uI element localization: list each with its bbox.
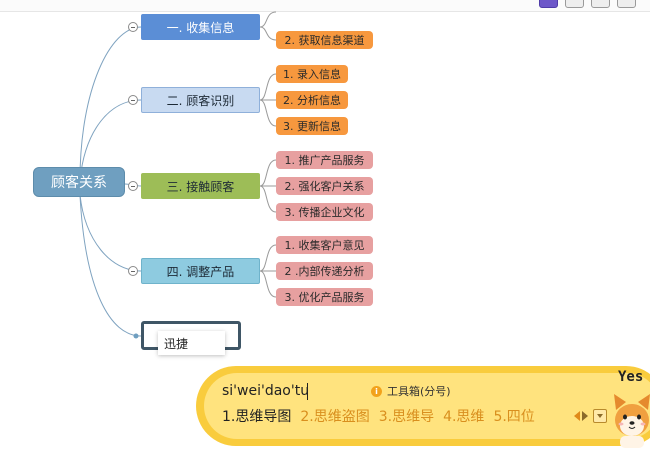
- ime-candidate[interactable]: 5.四位: [493, 409, 535, 425]
- ime-candidate[interactable]: 3.思维导: [378, 409, 435, 425]
- ime-toolbox-label: 工具箱(分号): [387, 385, 451, 398]
- ime-pager: [574, 409, 607, 423]
- leaf-node[interactable]: 1. 收集客户意见: [276, 236, 373, 254]
- previous-page-icon[interactable]: [574, 411, 580, 421]
- toolbar-button-3[interactable]: [591, 0, 610, 8]
- toolbar-edge: [0, 0, 650, 12]
- collapse-toggle-icon[interactable]: [128, 95, 138, 105]
- collapse-toggle-icon[interactable]: [128, 266, 138, 276]
- collapse-toggle-icon[interactable]: [128, 22, 138, 32]
- expand-candidates-icon[interactable]: [593, 409, 607, 423]
- toolbar-button-1[interactable]: [539, 0, 558, 8]
- ime-candidate[interactable]: 4.思维: [443, 409, 485, 425]
- leaf-node[interactable]: 2 .内部传递分析: [276, 262, 373, 280]
- leaf-node[interactable]: 1. 推广产品服务: [276, 151, 373, 169]
- ime-candidate[interactable]: 1.思维导图: [222, 409, 292, 425]
- leaf-node[interactable]: 3. 传播企业文化: [276, 203, 373, 221]
- ime-toolbox-button[interactable]: i 工具箱(分号): [371, 383, 451, 399]
- leaf-node[interactable]: 3. 更新信息: [276, 117, 348, 135]
- leaf-node[interactable]: 2. 分析信息: [276, 91, 348, 109]
- branch-node-identify-customer[interactable]: 二. 顾客识别: [141, 87, 260, 113]
- dog-mascot-icon: [614, 394, 650, 448]
- info-icon: i: [371, 385, 382, 397]
- toolbar-button-2[interactable]: [565, 0, 584, 8]
- root-node[interactable]: 顾客关系: [33, 167, 125, 197]
- ime-candidate[interactable]: 2.思维盗图: [300, 409, 370, 425]
- leaf-node[interactable]: 3. 优化产品服务: [276, 288, 373, 306]
- ime-pinyin-input: si'wei'dao'tu: [222, 383, 310, 399]
- leaf-node[interactable]: 1. 录入信息: [276, 65, 348, 83]
- leaf-node[interactable]: 2. 强化客户关系: [276, 177, 373, 195]
- toolbar-button-4[interactable]: [617, 0, 636, 8]
- leaf-node[interactable]: 2. 获取信息渠道: [276, 31, 373, 49]
- ime-candidate-list: 1.思维导图 2.思维盗图 3.思维导 4.思维 5.四位: [222, 406, 535, 426]
- ime-panel-inner: [204, 373, 650, 439]
- mascot-caption: Yes: [618, 369, 644, 385]
- autocomplete-suggestion[interactable]: 迅捷: [158, 331, 225, 355]
- branch-node-contact-customer[interactable]: 三. 接触顾客: [141, 173, 260, 199]
- collapse-toggle-icon[interactable]: [128, 181, 138, 191]
- branch-node-adjust-product[interactable]: 四. 调整产品: [141, 258, 260, 284]
- next-page-icon[interactable]: [582, 411, 588, 421]
- branch-node-collect-info[interactable]: 一. 收集信息: [141, 14, 260, 40]
- text-caret: [307, 383, 308, 400]
